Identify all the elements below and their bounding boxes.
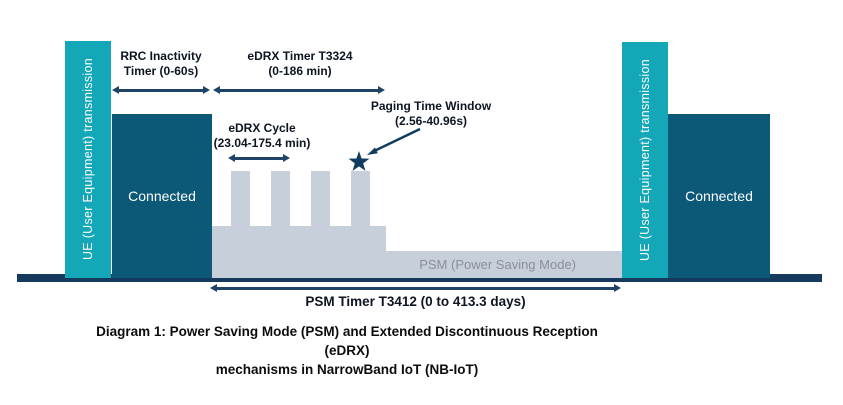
rrc-inactivity-timer-label: RRC Inactivity Timer (0-60s) bbox=[120, 49, 202, 78]
paging-pulse bbox=[311, 171, 330, 227]
star-icon bbox=[347, 150, 371, 173]
ue-transmission-bar-left: UE (User Equipment) transmission bbox=[65, 41, 111, 278]
edrx-timer-arrow bbox=[213, 85, 385, 95]
time-axis bbox=[17, 274, 822, 282]
arrow-left-head-icon bbox=[210, 284, 217, 292]
arrow-left-head-icon bbox=[213, 86, 220, 94]
paging-pointer-arrow bbox=[362, 126, 424, 160]
psm-region: PSM (Power Saving Mode) bbox=[386, 251, 622, 278]
edrx-cycle-arrow bbox=[228, 153, 290, 163]
diagram-caption: Diagram 1: Power Saving Mode (PSM) and E… bbox=[96, 324, 598, 377]
edrx-idle-base bbox=[212, 226, 386, 278]
paging-pulse bbox=[271, 171, 290, 227]
rrc-inactivity-timer-arrow bbox=[112, 85, 210, 95]
paging-pulse bbox=[231, 171, 250, 227]
connected-block-right: Connected bbox=[668, 114, 770, 278]
connected-label: Connected bbox=[128, 188, 196, 204]
paging-pulse bbox=[351, 171, 370, 227]
arrow-right-head-icon bbox=[203, 86, 210, 94]
arrow-left-head-icon bbox=[112, 86, 119, 94]
ue-transmission-label: UE (User Equipment) transmission bbox=[81, 58, 95, 261]
psm-timer-label: PSM Timer T3412 (0 to 413.3 days) bbox=[305, 294, 526, 309]
arrow-right-head-icon bbox=[614, 284, 621, 292]
paging-time-window-label: Paging Time Window (2.56-40.96s) bbox=[370, 99, 492, 128]
psm-timer-arrow bbox=[210, 283, 621, 293]
arrow-left-head-icon bbox=[228, 154, 235, 162]
edrx-cycle-label: eDRX Cycle (23.04-175.4 min) bbox=[213, 121, 311, 150]
arrow-right-head-icon bbox=[283, 154, 290, 162]
ue-transmission-bar-right: UE (User Equipment) transmission bbox=[622, 42, 668, 278]
psm-region-label: PSM (Power Saving Mode) bbox=[419, 257, 576, 272]
arrow-right-head-icon bbox=[378, 86, 385, 94]
connected-label: Connected bbox=[685, 188, 753, 204]
connected-block-left: Connected bbox=[112, 114, 212, 278]
edrx-timer-label: eDRX Timer T3324 (0-186 min) bbox=[247, 49, 353, 78]
ue-transmission-label: UE (User Equipment) transmission bbox=[638, 58, 652, 262]
